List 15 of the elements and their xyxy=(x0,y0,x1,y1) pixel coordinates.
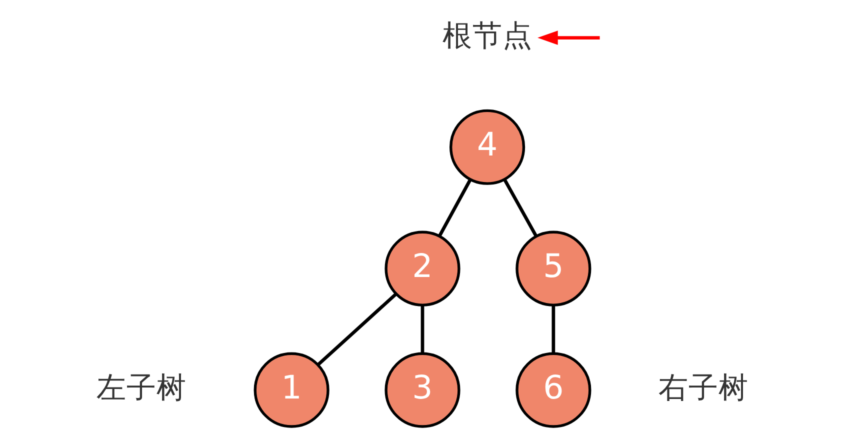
node-circle: 5 xyxy=(515,230,591,306)
node-circle: 4 xyxy=(449,109,525,185)
node-circle: 2 xyxy=(384,230,460,306)
node-circle: 6 xyxy=(515,352,591,428)
arrow xyxy=(537,30,600,45)
node-circle: 1 xyxy=(253,352,329,428)
connector xyxy=(420,306,424,354)
connector xyxy=(316,292,397,366)
connector xyxy=(437,178,472,238)
node-circle: 3 xyxy=(384,352,460,428)
node-text: 根节点 xyxy=(442,18,532,54)
label: 右子树 xyxy=(658,370,748,406)
label: 左子树 xyxy=(96,370,186,406)
connector xyxy=(502,178,538,238)
connector xyxy=(551,306,555,354)
